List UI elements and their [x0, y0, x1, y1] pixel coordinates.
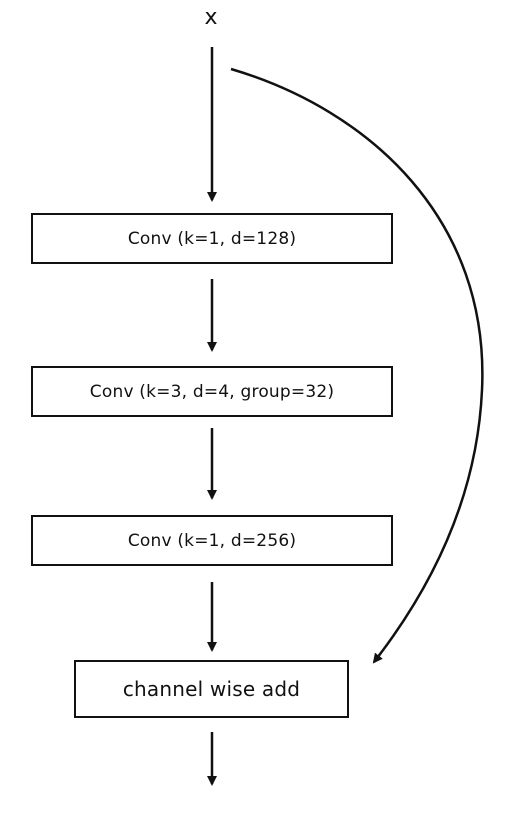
channel-wise-add-node: channel wise add [74, 660, 349, 718]
input-label-x: x [204, 5, 218, 30]
conv-1x1-d128-node: Conv (k=1, d=128) [31, 213, 393, 264]
conv-3x3-grouped-node: Conv (k=3, d=4, group=32) [31, 366, 393, 417]
skip-connection-arrow [230, 67, 484, 664]
conv-1x1-d256-node: Conv (k=1, d=256) [31, 515, 393, 566]
